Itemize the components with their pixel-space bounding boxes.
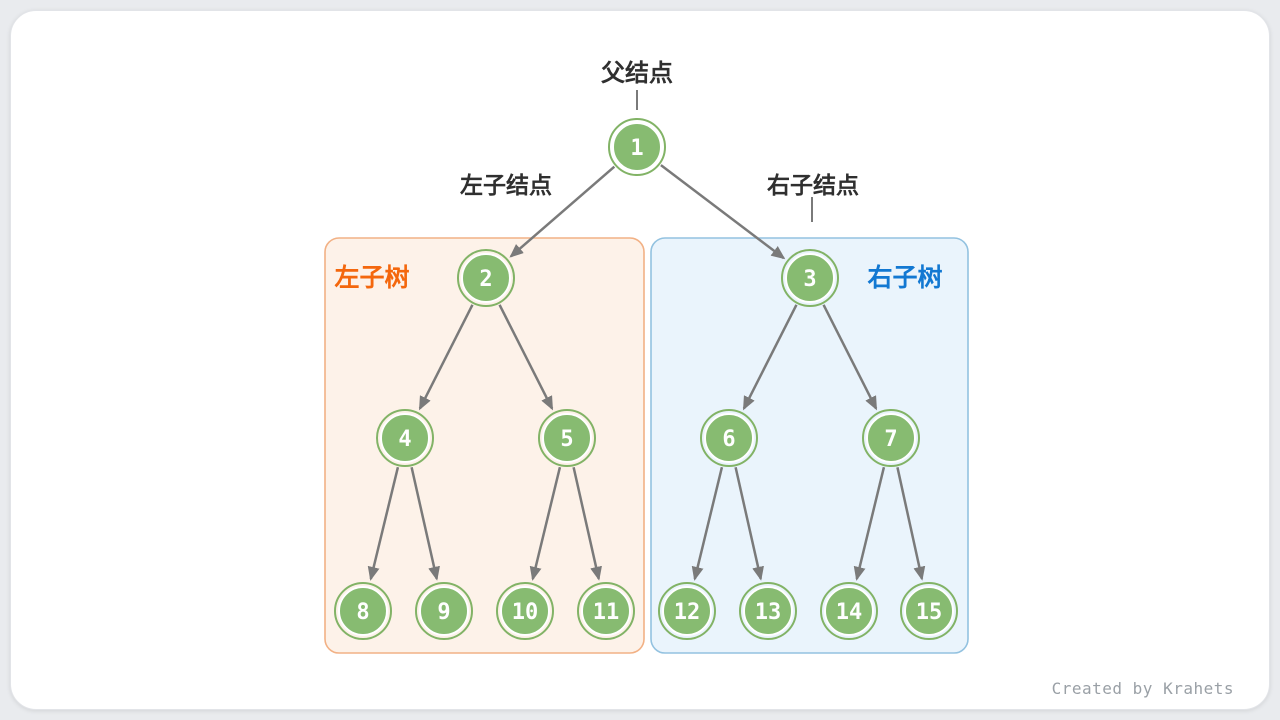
node-outer-ring bbox=[608, 118, 666, 176]
node-circle bbox=[461, 253, 511, 303]
node-value: 12 bbox=[674, 600, 701, 625]
tree-node: 3 bbox=[781, 249, 839, 307]
node-outer-ring bbox=[658, 582, 716, 640]
node-value: 3 bbox=[803, 267, 816, 292]
node-outer-ring bbox=[457, 249, 515, 307]
tree-node: 9 bbox=[415, 582, 473, 640]
left-subtree-label: 左子树 bbox=[334, 264, 409, 292]
tree-edge bbox=[734, 466, 764, 581]
tree-node: 1 bbox=[608, 118, 666, 176]
node-outer-ring bbox=[415, 582, 473, 640]
node-circle bbox=[380, 413, 430, 463]
node-outer-ring bbox=[538, 409, 596, 467]
node-value: 1 bbox=[630, 136, 643, 161]
node-circle bbox=[542, 413, 592, 463]
tree-node: 15 bbox=[900, 582, 958, 640]
tree-edge bbox=[896, 467, 926, 581]
node-circle bbox=[743, 586, 793, 636]
node-value: 13 bbox=[755, 600, 782, 625]
tree-edge bbox=[367, 466, 400, 581]
tree-edge bbox=[853, 466, 886, 581]
node-circle bbox=[419, 586, 469, 636]
node-circle bbox=[581, 586, 631, 636]
node-circle bbox=[704, 413, 754, 463]
right-subtree-label: 右子树 bbox=[867, 263, 942, 292]
tree-node: 11 bbox=[577, 582, 635, 640]
node-outer-ring bbox=[820, 582, 878, 640]
node-value: 8 bbox=[356, 600, 369, 625]
node-value: 5 bbox=[560, 427, 573, 452]
node-circle bbox=[338, 586, 388, 636]
tree-node: 5 bbox=[538, 409, 596, 467]
node-outer-ring bbox=[376, 409, 434, 467]
node-outer-ring bbox=[862, 409, 920, 467]
tree-edge bbox=[418, 304, 474, 411]
tree-edge bbox=[529, 466, 562, 581]
node-value: 4 bbox=[398, 427, 411, 452]
node-outer-ring bbox=[577, 582, 635, 640]
node-value: 10 bbox=[512, 600, 539, 625]
node-value: 6 bbox=[722, 427, 735, 452]
node-outer-ring bbox=[900, 582, 958, 640]
node-value: 11 bbox=[593, 600, 620, 625]
tree-node: 2 bbox=[457, 249, 515, 307]
node-circle bbox=[904, 586, 954, 636]
tree-edge bbox=[498, 304, 554, 411]
node-outer-ring bbox=[739, 582, 797, 640]
tree-node: 8 bbox=[334, 582, 392, 640]
node-circle bbox=[824, 586, 874, 636]
node-outer-ring bbox=[781, 249, 839, 307]
tree-node: 7 bbox=[862, 409, 920, 467]
left-child-node-label: 左子结点 bbox=[460, 172, 552, 198]
tree-edge bbox=[822, 304, 878, 411]
tree-node: 12 bbox=[658, 582, 716, 640]
right-subtree-box bbox=[650, 237, 969, 654]
right-child-node-label: 右子结点 bbox=[767, 172, 859, 198]
node-circle bbox=[866, 413, 916, 463]
node-circle bbox=[612, 122, 662, 172]
left-subtree-box bbox=[324, 237, 645, 654]
node-value: 14 bbox=[836, 600, 863, 625]
tree-edge bbox=[509, 165, 616, 258]
tree-node: 13 bbox=[739, 582, 797, 640]
node-value: 2 bbox=[479, 267, 492, 292]
watermark: Created by Krahets bbox=[1051, 679, 1234, 698]
node-value: 7 bbox=[884, 427, 897, 452]
node-outer-ring bbox=[496, 582, 554, 640]
tree-node: 14 bbox=[820, 582, 878, 640]
tree-edge bbox=[742, 304, 798, 411]
node-circle bbox=[500, 586, 550, 636]
node-outer-ring bbox=[700, 409, 758, 467]
node-circle bbox=[662, 586, 712, 636]
parent-node-label: 父结点 bbox=[601, 60, 673, 87]
node-outer-ring bbox=[334, 582, 392, 640]
tree-node: 10 bbox=[496, 582, 554, 640]
tree-edge bbox=[691, 466, 724, 581]
node-value: 15 bbox=[916, 600, 943, 625]
tree-node: 4 bbox=[376, 409, 434, 467]
node-circle bbox=[785, 253, 835, 303]
tree-node: 6 bbox=[700, 409, 758, 467]
tree-edge bbox=[410, 466, 440, 581]
node-value: 9 bbox=[437, 600, 450, 625]
tree-edge bbox=[572, 466, 602, 581]
tree-edge bbox=[660, 164, 786, 260]
